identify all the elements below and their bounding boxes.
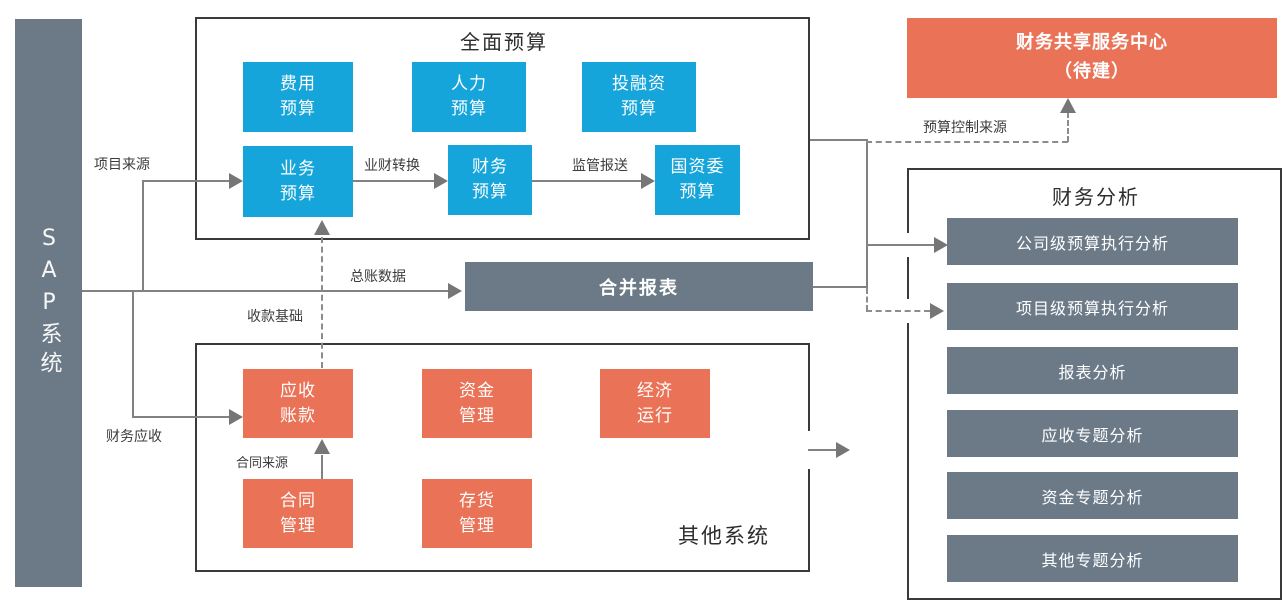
arrowhead-up-shared-service-icon bbox=[1060, 98, 1076, 113]
edge-label-regulatory-submission: 监管报送 bbox=[572, 158, 628, 174]
arrowhead-right-business-budget-icon bbox=[229, 173, 243, 189]
panel-financial-analysis-title: 财务分析 bbox=[1052, 185, 1140, 209]
node-investment-financing-budget: 投融资 预算 bbox=[582, 62, 696, 132]
connector-sap-to-receivable-h bbox=[132, 416, 229, 418]
sap-system-label: SAP系统 bbox=[36, 226, 62, 380]
arrowhead-up-business-budget-icon bbox=[314, 220, 330, 235]
connector-budget-panel-exit-h bbox=[810, 139, 868, 141]
connector-to-project-analysis-v bbox=[866, 288, 868, 311]
connector-collection-basis-dashed bbox=[321, 237, 323, 368]
arrowhead-right-receivable-icon bbox=[229, 409, 243, 425]
arrowhead-right-other-systems-icon bbox=[836, 442, 850, 458]
panel-other-systems-title: 其他系统 bbox=[678, 524, 770, 548]
analysis-bar-report-analysis: 报表分析 bbox=[947, 347, 1238, 394]
arrowhead-right-company-analysis-icon bbox=[934, 237, 948, 253]
connector-junction-v bbox=[866, 139, 868, 288]
edge-label-biz-fin-conversion: 业财转换 bbox=[364, 158, 420, 174]
edge-label-contract-source: 合同来源 bbox=[236, 456, 289, 471]
node-inventory-management: 存货 管理 bbox=[422, 479, 532, 548]
edge-label-collection-basis: 收款基础 bbox=[247, 309, 303, 325]
analysis-bar-receivable-topic: 应收专题分析 bbox=[947, 410, 1238, 457]
arrowhead-right-finance-budget-icon bbox=[434, 173, 448, 189]
analysis-bar-project-budget-execution: 项目级预算执行分析 bbox=[947, 283, 1238, 330]
connector-budget-control-h bbox=[866, 141, 1068, 143]
node-shared-service-center: 财务共享服务中心 （待建） bbox=[907, 18, 1277, 98]
connector-sap-to-business-h bbox=[142, 180, 229, 182]
node-funds-management: 资金 管理 bbox=[422, 369, 532, 438]
analysis-bar-company-budget-execution: 公司级预算执行分析 bbox=[947, 218, 1238, 265]
connector-finance-to-sasac bbox=[532, 180, 641, 182]
connector-other-systems-exit bbox=[808, 449, 836, 451]
connector-sap-to-business-v bbox=[142, 180, 144, 291]
connector-budget-control-v bbox=[1067, 112, 1069, 142]
node-consolidated-report: 合并报表 bbox=[465, 262, 813, 311]
panel-comprehensive-budget-title: 全面预算 bbox=[460, 30, 548, 54]
node-business-budget: 业务 预算 bbox=[243, 146, 353, 217]
node-finance-budget: 财务 预算 bbox=[448, 145, 532, 215]
connector-sap-to-report-h bbox=[82, 290, 448, 292]
node-accounts-receivable: 应收 账款 bbox=[243, 369, 353, 438]
analysis-bar-funds-topic: 资金专题分析 bbox=[947, 472, 1238, 519]
arrowhead-right-report-icon bbox=[448, 283, 462, 299]
arrowhead-right-project-analysis-icon bbox=[930, 303, 944, 319]
connector-business-to-finance bbox=[353, 180, 434, 182]
connector-contract-source bbox=[321, 455, 323, 479]
edge-label-budget-control-source: 预算控制来源 bbox=[923, 120, 1007, 136]
node-sasac-budget: 国资委 预算 bbox=[655, 145, 740, 215]
arrowhead-right-sasac-budget-icon bbox=[641, 173, 655, 189]
edge-label-finance-receivable: 财务应收 bbox=[106, 429, 162, 445]
edge-label-project-source: 项目来源 bbox=[94, 157, 150, 173]
connector-sap-to-receivable-v bbox=[132, 291, 134, 417]
node-contract-management: 合同 管理 bbox=[243, 479, 353, 548]
arrowhead-up-receivable-icon bbox=[314, 439, 330, 454]
node-expense-budget: 费用 预算 bbox=[243, 62, 353, 132]
edge-label-gl-data: 总账数据 bbox=[350, 269, 406, 285]
connector-report-exit-h bbox=[813, 286, 868, 288]
analysis-bar-other-topic: 其他专题分析 bbox=[947, 535, 1238, 582]
node-hr-budget: 人力 预算 bbox=[412, 62, 526, 132]
sap-system-bar: SAP系统 bbox=[15, 19, 82, 587]
connector-to-project-analysis-h bbox=[866, 310, 930, 312]
connector-to-company-analysis bbox=[866, 244, 934, 246]
node-economic-operation: 经济 运行 bbox=[600, 369, 710, 438]
